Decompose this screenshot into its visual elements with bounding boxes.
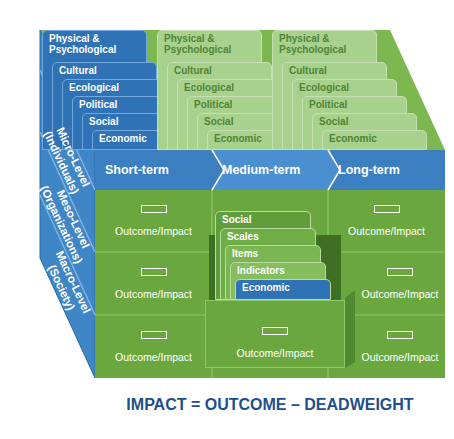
time-label: Long-term	[328, 163, 400, 177]
folder-tab-label: Cultural	[168, 63, 271, 78]
time-label: Short-term	[95, 163, 169, 177]
outcome-label: Outcome/Impact	[115, 288, 192, 300]
outcome-label: Outcome/Impact	[361, 288, 438, 300]
drawer-cell: Outcome/Impact	[328, 190, 445, 252]
folder-tab-label: Political	[303, 97, 406, 112]
front-face	[95, 150, 445, 378]
drawer-handle	[387, 331, 413, 339]
folder-tab-label: Cultural	[283, 63, 386, 78]
top-face	[40, 30, 445, 150]
drawer-cell: Outcome/Impact	[355, 315, 445, 378]
folder-tab-label: Physical & Psychological	[43, 31, 146, 57]
time-arrow-label: Medium-term	[212, 150, 328, 190]
folder-tab-label: Cultural	[53, 63, 156, 78]
time-arrow	[328, 150, 445, 190]
open-drawer: Outcome/Impact SocialScalesItemsIndicator…	[205, 205, 345, 368]
drawer-cell: Outcome/Impact	[355, 252, 445, 315]
time-arrow-label: Long-term	[328, 150, 445, 190]
time-arrow	[95, 150, 224, 190]
drawer-handle	[141, 331, 167, 339]
drawer-handle	[141, 205, 167, 213]
folder-tab-label: Ecological	[63, 80, 166, 95]
time-arrow	[212, 150, 340, 190]
drawer-cell: Outcome/Impact	[95, 252, 212, 315]
drawer-cell: Outcome/Impact	[95, 315, 212, 378]
folder-tab-label: Social	[313, 114, 416, 129]
folder-tab-label: Ecological	[293, 80, 396, 95]
drawer-handle	[141, 268, 167, 276]
outcome-label: Outcome/Impact	[348, 225, 425, 237]
drawer-folder: Economic	[235, 279, 331, 300]
folder-tab-label: Social	[216, 212, 310, 227]
folder-tab-label: Economic	[323, 131, 426, 146]
drawer-handle	[262, 327, 288, 335]
folder-tab-label: Scales	[221, 229, 315, 244]
faded-category-folder: Economic	[322, 130, 427, 150]
time-label: Medium-term	[212, 163, 300, 177]
folder-tab-label: Physical & Psychological	[158, 31, 261, 57]
drawer-front: Outcome/Impact	[205, 300, 345, 368]
outcome-label: Outcome/Impact	[236, 347, 313, 359]
folder-tab-label: Indicators	[231, 263, 325, 278]
drawer-handle	[387, 268, 413, 276]
time-arrow-label: Short-term	[95, 150, 212, 190]
folder-tab-label: Ecological	[178, 80, 281, 95]
outcome-label: Outcome/Impact	[115, 351, 192, 363]
outcome-label: Outcome/Impact	[361, 351, 438, 363]
impact-equation: IMPACT = OUTCOME – DEADWEIGHT	[126, 396, 413, 414]
drawer-handle	[374, 205, 400, 213]
drawer-cell: Outcome/Impact	[95, 190, 212, 252]
drawer-side	[345, 290, 355, 368]
folder-tab-label: Items	[226, 246, 320, 261]
folder-tab-label: Economic	[236, 280, 330, 295]
outcome-label: Outcome/Impact	[115, 225, 192, 237]
folder-tab-label: Physical & Psychological	[273, 31, 376, 57]
